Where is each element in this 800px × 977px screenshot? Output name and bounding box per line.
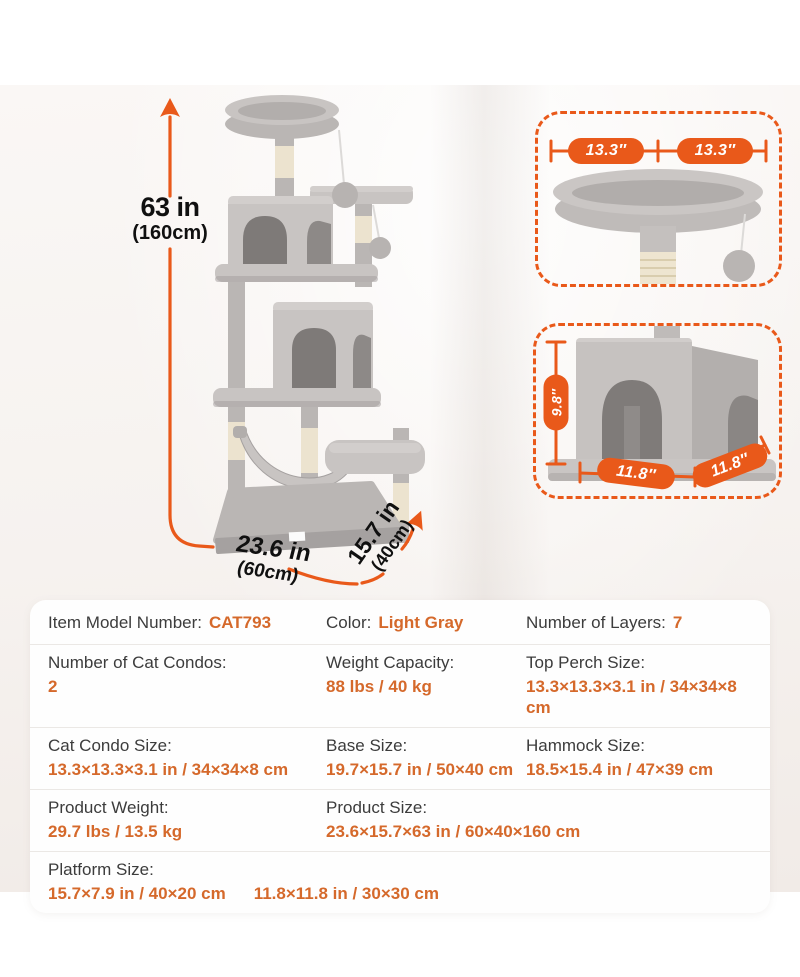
spec-table: Item Model Number: CAT793 Color: Light G… bbox=[30, 600, 770, 913]
spec-cell: Number of Layers: 7 bbox=[526, 612, 756, 633]
spec-value: 11.8×11.8 in / 30×30 cm bbox=[253, 884, 439, 903]
pom-pom-toy bbox=[369, 237, 391, 259]
brand-tag bbox=[288, 531, 306, 542]
spec-cell: Product Weight: 29.7 lbs / 13.5 kg bbox=[48, 797, 326, 842]
spec-cell: Product Size: 23.6×15.7×63 in / 60×40×16… bbox=[326, 797, 756, 842]
inset-cat-condo: 9.8″ 11.8″ 11.8″ bbox=[533, 323, 782, 499]
spec-label: Item Model Number: bbox=[48, 612, 202, 632]
spec-value: 2 bbox=[48, 677, 58, 696]
spec-label: Hammock Size: bbox=[526, 736, 646, 755]
spec-cell: Item Model Number: CAT793 bbox=[48, 612, 326, 633]
spec-value: 88 lbs / 40 kg bbox=[326, 677, 432, 696]
spec-cell: Color: Light Gray bbox=[326, 612, 526, 633]
spec-cell: Cat Condo Size: 13.3×13.3×3.1 in / 34×34… bbox=[48, 735, 326, 780]
spec-value: 13.3×13.3×3.1 in / 34×34×8 cm bbox=[526, 677, 737, 717]
spec-cell: Hammock Size: 18.5×15.4 in / 47×39 cm bbox=[526, 735, 756, 780]
perch-width-right-pill: 13.3″ bbox=[677, 138, 753, 164]
spec-value: 7 bbox=[672, 612, 683, 632]
spec-value: 23.6×15.7×63 in / 60×40×160 cm bbox=[326, 822, 581, 841]
perch-width-left-pill: 13.3″ bbox=[568, 138, 644, 164]
spec-row-1: Item Model Number: CAT793 Color: Light G… bbox=[30, 600, 770, 644]
pom-pom-toy bbox=[723, 250, 755, 282]
spec-label: Cat Condo Size: bbox=[48, 736, 172, 755]
cat-tree-drawing bbox=[213, 95, 425, 554]
height-metric: (160cm) bbox=[132, 222, 208, 244]
condo-height-pill: 9.8″ bbox=[543, 374, 569, 431]
spec-label: Color: bbox=[326, 612, 372, 632]
spec-value: 29.7 lbs / 13.5 kg bbox=[48, 822, 183, 841]
spec-label: Product Weight: bbox=[48, 798, 169, 817]
post bbox=[640, 226, 676, 252]
spec-label: Platform Size: bbox=[48, 860, 154, 879]
spec-row-5: Platform Size: 15.7×7.9 in / 40×20 cm 11… bbox=[30, 851, 770, 913]
inset-top-perch: 13.3″ 13.3″ bbox=[535, 111, 782, 287]
height-value: 63 in bbox=[140, 192, 200, 222]
height-dimension-label: 63 in (160cm) bbox=[118, 192, 222, 245]
spec-label: Top Perch Size: bbox=[526, 653, 646, 672]
spec-value: 19.7×15.7 in / 50×40 cm bbox=[326, 760, 514, 779]
spec-label: Number of Cat Condos: bbox=[48, 653, 227, 672]
post bbox=[228, 282, 245, 390]
spec-value: CAT793 bbox=[209, 612, 272, 632]
spec-cell: Base Size: 19.7×15.7 in / 50×40 cm bbox=[326, 735, 526, 780]
cat-tree-illustration bbox=[203, 88, 438, 558]
spec-row-3: Cat Condo Size: 13.3×13.3×3.1 in / 34×34… bbox=[30, 727, 770, 789]
perch-detail-drawing bbox=[549, 139, 768, 284]
condo-arch-opening bbox=[292, 328, 336, 390]
pom-pom-toy bbox=[332, 182, 358, 208]
spec-values: 15.7×7.9 in / 40×20 cm 11.8×11.8 in / 30… bbox=[48, 880, 756, 904]
spec-label: Number of Layers: bbox=[526, 612, 666, 632]
spec-value: 15.7×7.9 in / 40×20 cm bbox=[48, 884, 226, 903]
spec-label: Base Size: bbox=[326, 736, 408, 755]
spec-value: 13.3×13.3×3.1 in / 34×34×8 cm bbox=[48, 760, 289, 779]
condo-arch-opening bbox=[243, 216, 287, 270]
spec-row-4: Product Weight: 29.7 lbs / 13.5 kg Produ… bbox=[30, 789, 770, 851]
spec-cell: Top Perch Size: 13.3×13.3×3.1 in / 34×34… bbox=[526, 652, 756, 718]
spec-row-2: Number of Cat Condos: 2 Weight Capacity:… bbox=[30, 644, 770, 727]
spec-value: 18.5×15.4 in / 47×39 cm bbox=[526, 760, 714, 779]
spec-label: Product Size: bbox=[326, 798, 428, 817]
spec-cell: Weight Capacity: 88 lbs / 40 kg bbox=[326, 652, 526, 718]
spec-value: Light Gray bbox=[378, 612, 464, 632]
spec-label: Weight Capacity: bbox=[326, 653, 455, 672]
spec-cell: Number of Cat Condos: 2 bbox=[48, 652, 326, 718]
